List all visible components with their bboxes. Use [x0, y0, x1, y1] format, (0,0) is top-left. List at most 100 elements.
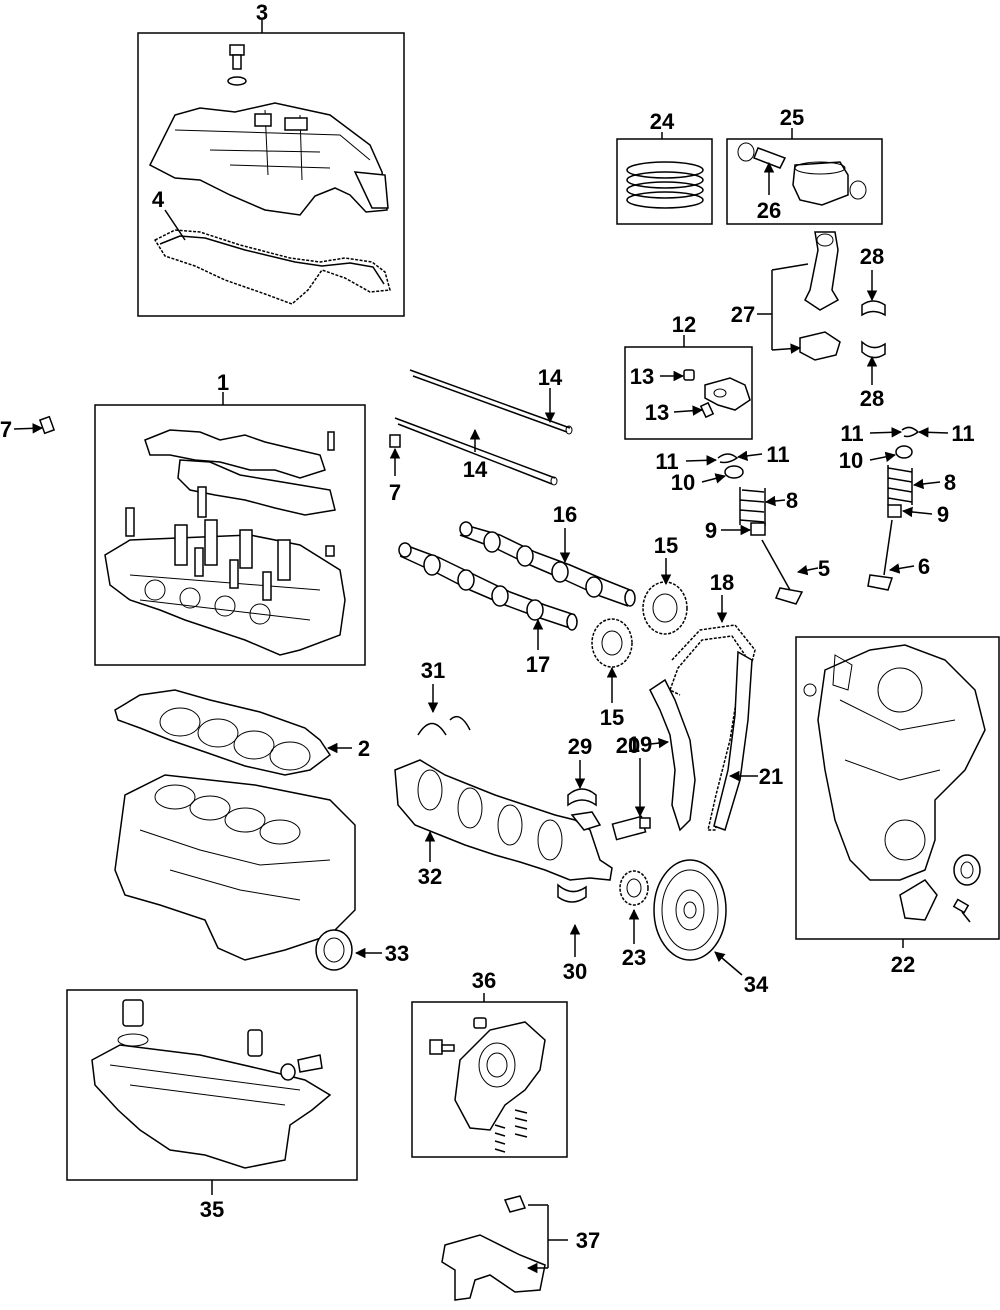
exhaust-valve-part[interactable]	[761, 539, 804, 605]
exhaust-camshaft-part[interactable]	[459, 521, 636, 607]
leader-27	[757, 263, 808, 350]
front-crank-seal-part[interactable]	[953, 854, 981, 886]
valve-keepers-right-part[interactable]	[901, 426, 919, 438]
callout-11b: 11	[766, 442, 789, 467]
leader-34	[714, 951, 743, 976]
crank-sprocket-part[interactable]	[619, 870, 649, 906]
chain-guide-part[interactable]	[713, 650, 753, 831]
leader-5	[796, 564, 819, 576]
callout-10a: 10	[671, 470, 695, 495]
oil-pump-dowel[interactable]	[473, 1017, 487, 1029]
leader-10b	[869, 451, 897, 463]
rear-crank-seal-part[interactable]	[315, 929, 353, 971]
callout-22: 22	[891, 952, 915, 977]
leader-20	[641, 737, 670, 749]
callout-26: 26	[757, 198, 781, 223]
piston-pin-part[interactable]	[753, 147, 787, 169]
valve-spring-left-part[interactable]	[739, 487, 766, 526]
piston-group-box	[726, 138, 883, 225]
callout-10b: 10	[839, 448, 863, 473]
callout-35: 35	[200, 1197, 224, 1222]
leader-11c	[869, 427, 903, 438]
callout-28b: 28	[860, 386, 884, 411]
access-cover-plate-part[interactable]	[899, 879, 938, 921]
callout-9a: 9	[705, 518, 717, 543]
thrust-washer-part[interactable]	[417, 715, 471, 736]
callout-5: 5	[818, 556, 830, 581]
leader-6	[888, 563, 915, 574]
head-gasket-part[interactable]	[114, 689, 332, 776]
callout-27: 27	[731, 302, 755, 327]
valve-seal-right-part[interactable]	[887, 504, 902, 518]
callout-9b: 9	[937, 502, 949, 527]
callout-8a: 8	[786, 488, 798, 513]
plug-left-part[interactable]	[38, 415, 56, 435]
oil-pump-part[interactable]	[454, 1021, 546, 1131]
retainer-right-part[interactable]	[895, 445, 913, 459]
callout-11c: 11	[840, 421, 863, 446]
callout-1: 1	[217, 370, 229, 395]
oil-pump-group-box	[411, 1001, 568, 1158]
oil-filter-part[interactable]	[117, 999, 149, 1047]
valve-spring-right-part[interactable]	[887, 465, 913, 505]
oil-pan-fittings-part[interactable]	[247, 1029, 323, 1081]
callout-20: 20	[616, 733, 640, 758]
timing-cover-bolt[interactable]	[952, 898, 971, 923]
cam-sprocket-lower-part[interactable]	[591, 618, 633, 668]
piston-rings-part[interactable]	[626, 161, 704, 209]
valve-seal-left-part[interactable]	[750, 522, 766, 536]
main-bearing-lower-part[interactable]	[557, 883, 587, 903]
callout-34: 34	[744, 972, 769, 997]
cam-sprocket-upper-part[interactable]	[642, 581, 688, 635]
crankshaft-part[interactable]	[394, 759, 613, 881]
callout-32: 32	[418, 864, 442, 889]
engine-block-part[interactable]	[114, 774, 356, 961]
leader-7a	[13, 423, 44, 434]
connecting-rod-part[interactable]	[799, 231, 841, 361]
valve-cover-gasket-part[interactable]	[154, 229, 391, 305]
crank-sensor-part[interactable]	[611, 815, 651, 841]
cylinder-head-part[interactable]	[104, 486, 346, 656]
chain-tensioner-arm-part[interactable]	[649, 678, 696, 832]
oil-pump-relief-springs[interactable]	[494, 1109, 528, 1153]
leader-11a	[685, 455, 718, 466]
callout-24: 24	[650, 109, 675, 134]
rod-bearing-lower-part[interactable]	[861, 340, 886, 359]
intake-camshaft-part[interactable]	[398, 542, 578, 631]
leader-8b	[912, 478, 941, 490]
intake-valve-part[interactable]	[867, 519, 893, 591]
leader-10a	[701, 473, 727, 484]
callout-21: 21	[759, 764, 783, 789]
callout-3: 3	[256, 0, 268, 25]
crank-pulley-part[interactable]	[653, 859, 727, 961]
leader-9b	[901, 506, 933, 518]
callout-30: 30	[563, 959, 587, 984]
callout-28a: 28	[860, 244, 884, 269]
timing-cover-part[interactable]	[803, 644, 986, 881]
callout-23: 23	[622, 945, 646, 970]
plug-center-part[interactable]	[389, 434, 401, 448]
piston-part[interactable]	[737, 142, 867, 206]
oil-pan-part[interactable]	[91, 1044, 332, 1169]
retainer-left-part[interactable]	[724, 465, 744, 479]
valve-keepers-left-part[interactable]	[717, 453, 738, 464]
callout-33: 33	[385, 941, 409, 966]
callout-17: 17	[526, 652, 550, 677]
callout-12: 12	[672, 312, 696, 337]
main-bearing-upper-part[interactable]	[567, 788, 597, 807]
rod-bearing-upper-part[interactable]	[861, 300, 886, 317]
callout-7a: 7	[0, 417, 12, 442]
oil-pump-bolt[interactable]	[429, 1039, 455, 1055]
valve-cover-part[interactable]	[148, 102, 389, 216]
valve-cover-bolt[interactable]	[227, 44, 247, 86]
leader-37	[528, 1204, 568, 1268]
callout-2: 2	[358, 736, 370, 761]
callout-18: 18	[710, 570, 734, 595]
callout-8b: 8	[944, 470, 956, 495]
leader-4	[164, 209, 186, 241]
rocker-arm-part[interactable]	[683, 369, 751, 419]
engine-mount-part[interactable]	[441, 1195, 546, 1301]
callout-37: 37	[576, 1228, 600, 1253]
camshaft-holders-part[interactable]	[144, 429, 336, 516]
